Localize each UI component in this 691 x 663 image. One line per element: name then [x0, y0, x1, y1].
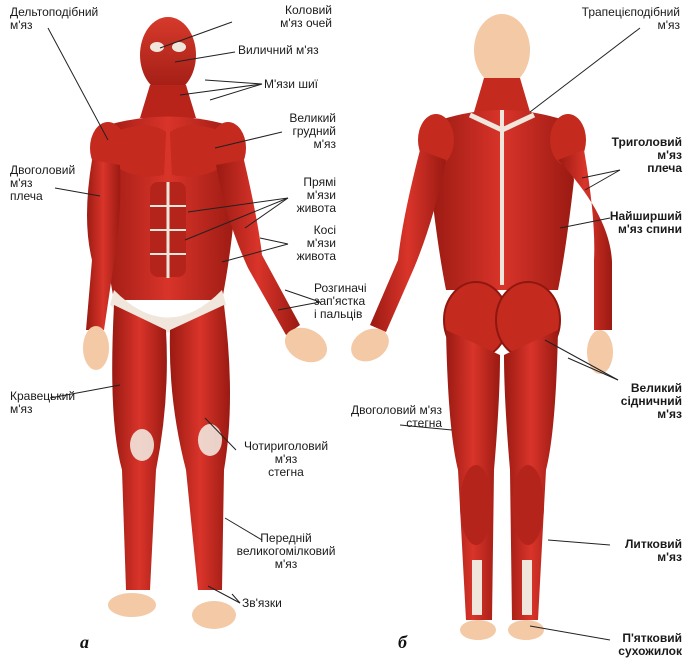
back-neck: [474, 78, 530, 112]
label-latissimus: Найширший м'яз спини: [590, 210, 682, 236]
label-trapezius: Трапецієподібний м'яз: [560, 6, 680, 32]
back-hand-right: [587, 330, 613, 374]
label-extensors: Розгиначі зап'ястка і пальців: [314, 282, 367, 321]
back-figure: [345, 14, 613, 640]
figure-letter-front: а: [80, 632, 89, 653]
label-achilles: П'ятковий сухожилок: [590, 632, 682, 658]
label-orbicularis-oculi: Коловий м'яз очей: [232, 4, 332, 30]
back-foot-right: [508, 620, 544, 640]
back-hand-left: [345, 322, 395, 368]
back-foot-left: [460, 620, 496, 640]
front-head: [140, 17, 196, 93]
label-biceps: Двоголовий м'яз плеча: [10, 164, 75, 203]
back-head: [474, 14, 530, 86]
back-arm-left: [370, 150, 446, 332]
label-sartorius: Кравецький м'яз: [10, 390, 75, 416]
front-neck: [140, 85, 196, 118]
figure-letter-back: б: [398, 632, 407, 653]
label-rectus-abdominis: Прямі м'язи живота: [250, 176, 336, 215]
label-gluteus: Великий сідничний м'яз: [600, 382, 682, 421]
front-eye-right: [172, 42, 186, 52]
front-foot-right: [192, 601, 236, 629]
label-tibialis: Передній великогомілковий м'яз: [226, 532, 346, 571]
front-hand-left: [83, 326, 109, 370]
label-obliques: Косі м'язи живота: [250, 224, 336, 263]
label-neck-muscles: М'язи шиї: [264, 78, 318, 91]
label-pectoralis: Великий грудний м'яз: [242, 112, 336, 151]
label-quadriceps: Чотириголовий м'яз стегна: [232, 440, 340, 479]
label-hamstring: Двоголовий м'яз стегна: [330, 404, 442, 430]
label-deltoid: Дельтоподібний м'яз: [10, 6, 98, 32]
label-gastrocnemius: Литковий м'яз: [600, 538, 682, 564]
label-zygomatic: Виличний м'яз: [238, 44, 319, 57]
label-triceps: Триголовий м'яз плеча: [600, 136, 682, 175]
label-ligaments: Зв'язки: [242, 597, 282, 610]
front-foot-left: [108, 593, 156, 617]
